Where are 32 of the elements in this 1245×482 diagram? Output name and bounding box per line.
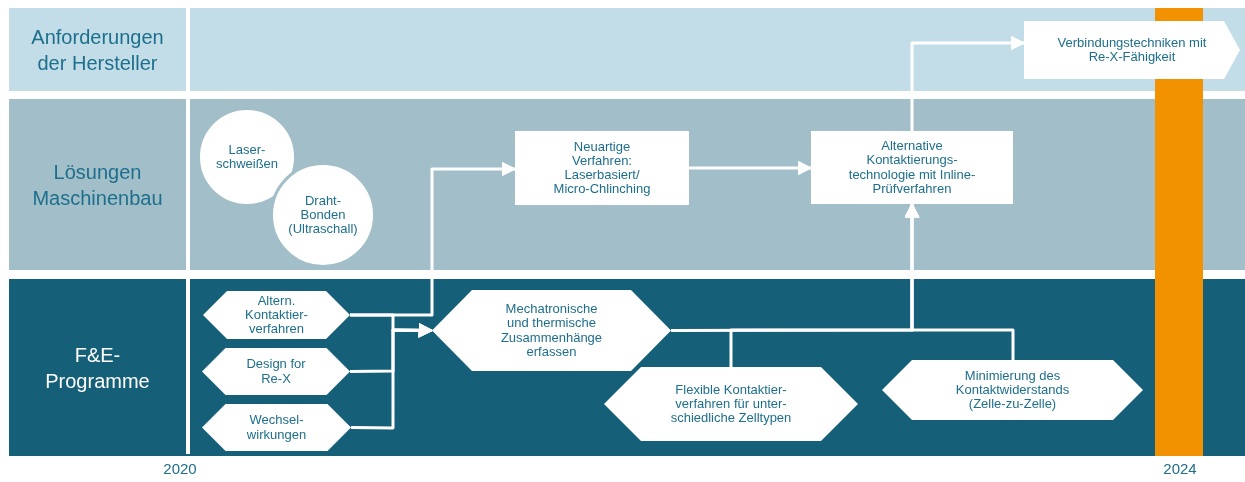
arrow bbox=[350, 322, 434, 430]
node-text: Minimierung des Kontaktwiderstands (Zelle-zu-Zelle) bbox=[954, 368, 1071, 412]
lane-heading: Lösungen Maschinenbau bbox=[31, 159, 164, 211]
swimlane-band bbox=[9, 279, 1245, 456]
swimlane-band bbox=[9, 99, 1245, 270]
year-label: 2024 bbox=[1163, 460, 1197, 477]
process-hexagon bbox=[203, 291, 350, 339]
process-hexagon bbox=[882, 360, 1143, 420]
node-text: Verbindungstechniken mit Re-X-Fähigkeit bbox=[1056, 35, 1208, 65]
year-label: 2020 bbox=[163, 460, 197, 477]
node-text: Altern. Kontaktier- verfahren bbox=[244, 293, 309, 337]
node-text: Neuartige Verfahren: Laserbasiert/ Micro-Chlinching bbox=[552, 139, 652, 197]
process-hexagon bbox=[432, 290, 671, 371]
node-text: Laser- schweißen bbox=[214, 142, 280, 172]
arrow bbox=[689, 160, 813, 176]
node-text: Flexible Kontaktier- verfahren für unter- schiedliche Zelltypen bbox=[669, 382, 793, 426]
node-text: Wechsel- wirkungen bbox=[245, 413, 308, 442]
process-box bbox=[515, 131, 689, 205]
arrow bbox=[904, 202, 1015, 360]
process-hexagon bbox=[202, 404, 351, 451]
node-text: Mechatronische und thermische Zusammenhänge erfassen bbox=[499, 302, 604, 359]
node-text: Draht- Bonden (Ultraschall) bbox=[287, 193, 359, 237]
node-text: Alternative Kontaktierungs- technologie mit Inline- Prüfverfahren bbox=[847, 139, 977, 196]
lane-heading: Anforderungen der Hersteller bbox=[30, 24, 165, 76]
lane-heading: F&E- Programme bbox=[44, 342, 151, 394]
goal-arrow-box bbox=[1024, 21, 1240, 79]
arrow bbox=[910, 35, 1026, 131]
process-box bbox=[811, 131, 1013, 204]
node-text: Design for Re-X bbox=[245, 357, 307, 386]
process-hexagon bbox=[202, 348, 350, 395]
swimlane-band bbox=[9, 8, 1245, 91]
process-hexagon bbox=[604, 367, 858, 441]
